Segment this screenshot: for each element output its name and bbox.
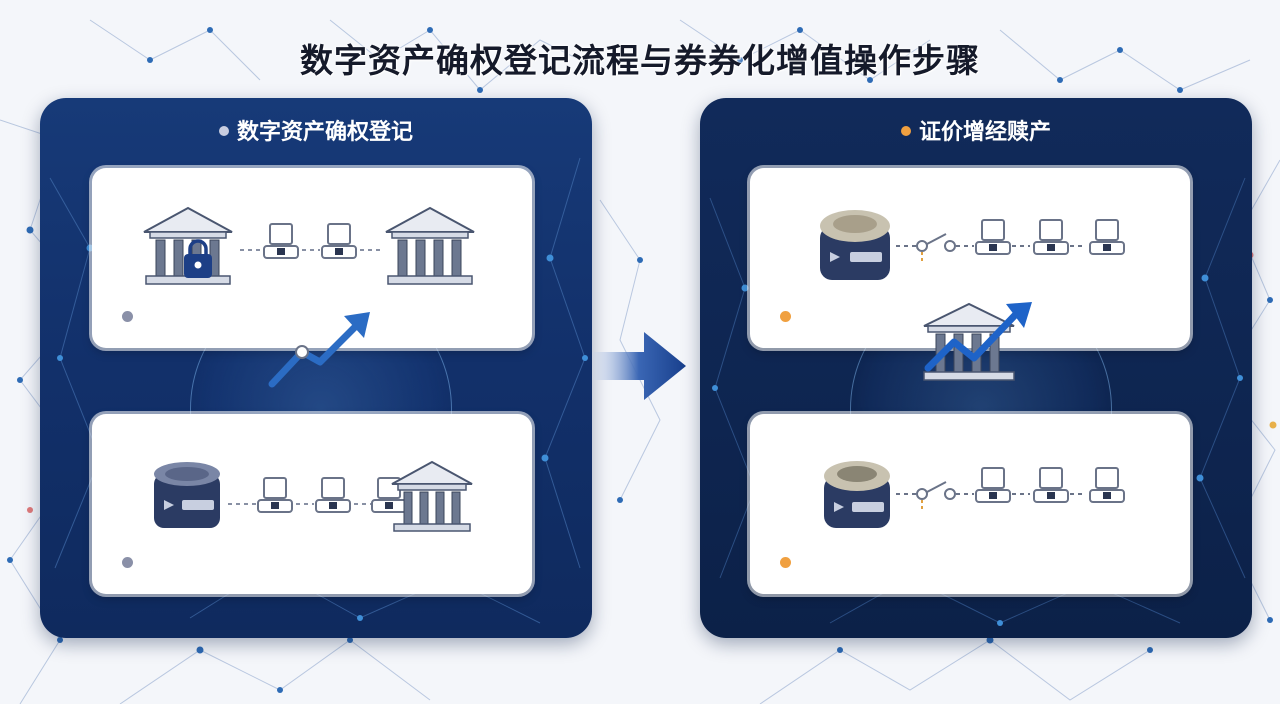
database-server-icon (154, 462, 220, 528)
switch-connector-icon (916, 233, 956, 262)
computer-terminal-icon (315, 477, 351, 513)
database-server-icon (820, 210, 890, 280)
bank-growth-icon (923, 302, 1032, 381)
page-title: 数字资产确权登记流程与券券化增值操作步骤 (300, 41, 980, 80)
title-dot (218, 126, 229, 136)
computer-terminal-icon (1089, 467, 1125, 503)
bank-building-icon (385, 206, 475, 285)
computer-terminal-icon (321, 223, 357, 259)
step-flow-diagram (820, 210, 1125, 280)
securitization-panel-title: 证价增经赎产 (918, 120, 1051, 145)
switch-connector-icon (916, 481, 956, 510)
panel-title-wrap: 证价增经赎产 (700, 114, 1252, 146)
panel-title-wrap: 数字资产确权登记 (40, 114, 592, 146)
bank-building-icon (391, 460, 473, 532)
database-server-icon (824, 461, 890, 528)
computer-terminal-icon (975, 467, 1011, 503)
title-dot (900, 126, 911, 136)
card-dot (780, 557, 791, 568)
registration-step-card-2 (92, 414, 532, 594)
registration-step-card-1 (92, 168, 532, 348)
step-flow-diagram (143, 206, 475, 285)
padlock-icon (184, 239, 212, 278)
computer-terminal-icon (975, 219, 1011, 255)
card-dot (780, 311, 791, 322)
registration-panel: 数字资产确权登记 (40, 98, 592, 638)
card-dot (122, 557, 133, 568)
computer-terminal-icon (263, 223, 299, 259)
step-flow-diagram (154, 460, 473, 532)
securitization-panel: 证价增经赎产 (700, 98, 1252, 638)
computer-terminal-icon (1033, 467, 1069, 503)
computer-terminal-icon (257, 477, 293, 513)
right-arrow-icon (592, 332, 686, 400)
step-flow-diagram (824, 461, 1125, 528)
computer-terminal-icon (1089, 219, 1125, 255)
registration-panel-title: 数字资产确权登记 (236, 120, 413, 145)
securitization-step-card-2 (750, 414, 1190, 594)
growth-arrow-icon (268, 312, 370, 388)
computer-terminal-icon (1033, 219, 1069, 255)
card-dot (122, 311, 133, 322)
